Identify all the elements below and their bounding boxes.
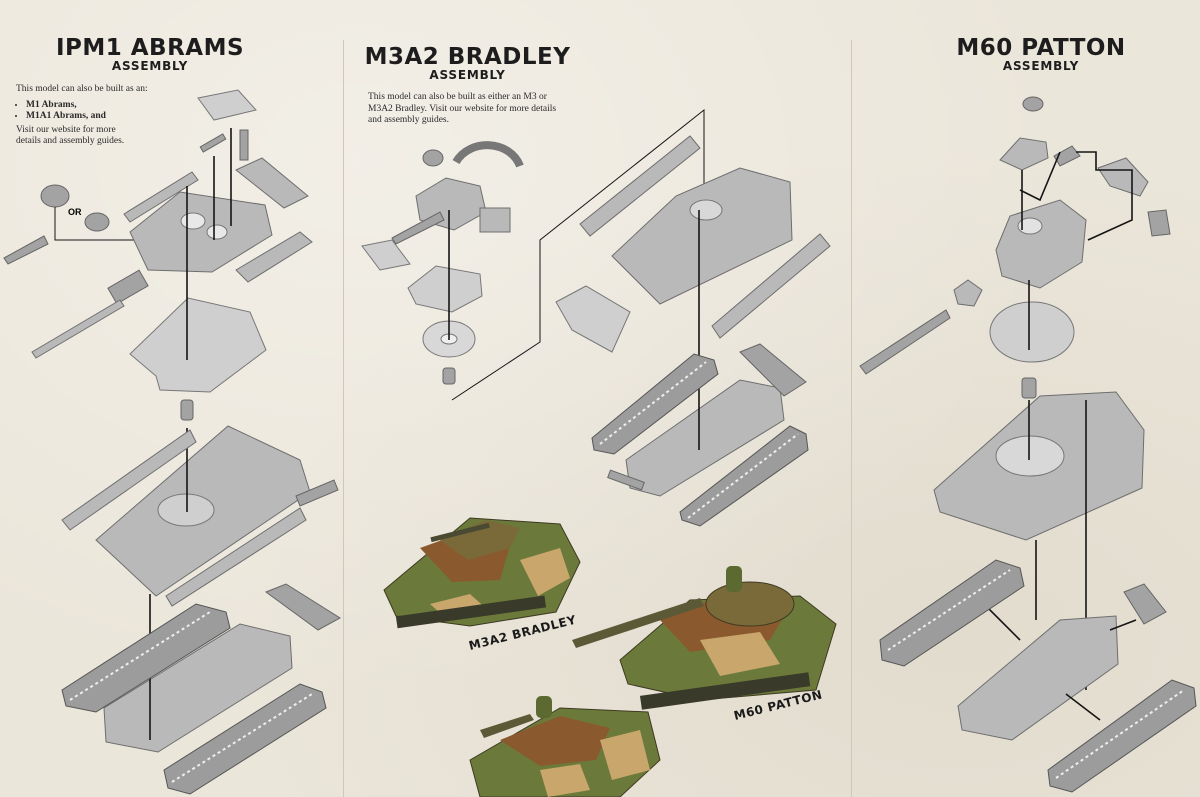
abrams-note-item: M1 Abrams,	[26, 100, 186, 112]
patton-small-part	[1053, 145, 1081, 167]
patton-left-track	[879, 559, 1025, 667]
bradley-diagram	[361, 108, 831, 527]
patton-subtitle: ASSEMBLY	[1002, 59, 1080, 73]
bradley-tow-part	[479, 207, 511, 233]
patton-right-track	[1047, 679, 1197, 793]
bradley-rear-part	[555, 285, 631, 353]
abrams-left-mg-part	[3, 235, 49, 265]
abrams-mg-part	[199, 133, 227, 153]
bradley-subtitle: ASSEMBLY	[429, 68, 506, 82]
patton-diagram	[859, 96, 1197, 793]
bradley-hull-ring	[689, 199, 723, 221]
abrams-note: This model can also be built as an: M1 A…	[16, 84, 186, 148]
patton-painted-model	[572, 566, 837, 710]
abrams-antenna-part	[239, 129, 249, 161]
abrams-left-rail-part	[123, 171, 199, 223]
patton-bustle-part	[1097, 157, 1149, 197]
column-divider-2	[851, 40, 852, 797]
abrams-note-intro: This model can also be built as an:	[16, 84, 148, 94]
patton-hull-ring	[995, 435, 1065, 477]
bradley-side-part	[361, 239, 411, 271]
bradley-title: M3A2 BRADLEY	[364, 44, 571, 70]
abrams-painted-model	[469, 696, 661, 797]
abrams-turret-base-part	[129, 297, 267, 393]
bradley-lower-hull-part	[625, 379, 785, 497]
patton-mantlet-part	[953, 279, 983, 307]
abrams-left-skirt-part	[61, 429, 197, 531]
bradley-hatch-part	[422, 149, 444, 167]
abrams-note-item: M1A1 Abrams, and	[26, 111, 186, 123]
patton-rear-plate-part	[1123, 583, 1167, 625]
patton-arrow	[1019, 151, 1061, 202]
abrams-note-outro: Visit our website for more details and a…	[16, 124, 125, 147]
patton-gun-part	[859, 309, 951, 375]
bradley-note: This model can also be built as either a…	[368, 92, 563, 127]
abrams-title: IPM1 ABRAMS	[55, 35, 245, 61]
bradley-painted-model	[383, 517, 581, 629]
abrams-mantlet-part	[107, 269, 149, 305]
abrams-hull-ring	[157, 493, 215, 527]
bradley-left-track	[591, 353, 719, 455]
patton-turret-base-part	[989, 301, 1075, 363]
abrams-turret-ring	[180, 212, 206, 230]
bradley-connector-line	[451, 108, 705, 401]
abrams-exhaust-part	[295, 479, 339, 507]
abrams-turret-part	[129, 191, 273, 273]
abrams-lower-hull-part	[103, 623, 293, 753]
patton-title-block: M60 PATTON ASSEMBLY	[930, 36, 1152, 73]
bradley-hull-part	[611, 167, 793, 305]
patton-arrow	[1109, 619, 1137, 631]
bradley-turret-base-part	[407, 265, 483, 313]
patton-bracket-part	[1147, 209, 1171, 237]
patton-turret-ring	[1017, 217, 1043, 235]
abrams-peg-part	[180, 399, 194, 421]
abrams-or-label: OR	[68, 207, 82, 217]
abrams-subtitle: ASSEMBLY	[111, 59, 189, 73]
abrams-cupola-a-part	[40, 184, 70, 208]
bradley-handle-part	[452, 141, 524, 168]
abrams-note-list: M1 Abrams, M1A1 Abrams, and	[16, 100, 186, 123]
column-divider-1	[343, 40, 344, 797]
abrams-bin-part	[235, 231, 313, 283]
patton-arrow	[1076, 151, 1133, 241]
patton-cupola-part	[999, 137, 1049, 171]
patton-lower-hull-part	[957, 615, 1119, 741]
abrams-side-rail-part	[235, 157, 309, 209]
abrams-rear-plate-part	[264, 583, 341, 631]
abrams-cupola-b-part	[84, 212, 110, 232]
patton-arrow	[1065, 693, 1101, 721]
bradley-rear-plate-part	[739, 343, 807, 397]
bradley-right-track	[679, 425, 809, 527]
abrams-turret-ring	[206, 224, 228, 240]
bradley-left-skirt-part	[579, 135, 701, 237]
abrams-title-block: IPM1 ABRAMS ASSEMBLY	[40, 36, 260, 73]
abrams-gun-barrel-part	[31, 299, 125, 359]
bradley-gun-part	[391, 211, 445, 245]
abrams-hatch-part	[197, 89, 257, 121]
patton-turret-part	[995, 199, 1087, 289]
abrams-left-track	[61, 603, 231, 713]
patton-hatch-part	[1022, 96, 1044, 112]
patton-peg-part	[1021, 377, 1037, 399]
patton-title: M60 PATTON	[956, 35, 1126, 61]
bradley-right-skirt-part	[711, 233, 831, 339]
abrams-cupola-leader	[54, 207, 134, 241]
bradley-title-block: M3A2 BRADLEY ASSEMBLY	[355, 45, 580, 82]
abrams-diagram: OR	[3, 89, 341, 795]
bradley-small-part	[607, 469, 645, 491]
abrams-right-skirt-part	[165, 507, 307, 607]
bradley-peg-part	[442, 367, 456, 385]
abrams-right-track	[163, 683, 327, 795]
bradley-note-text: This model can also be built as either a…	[368, 92, 557, 125]
